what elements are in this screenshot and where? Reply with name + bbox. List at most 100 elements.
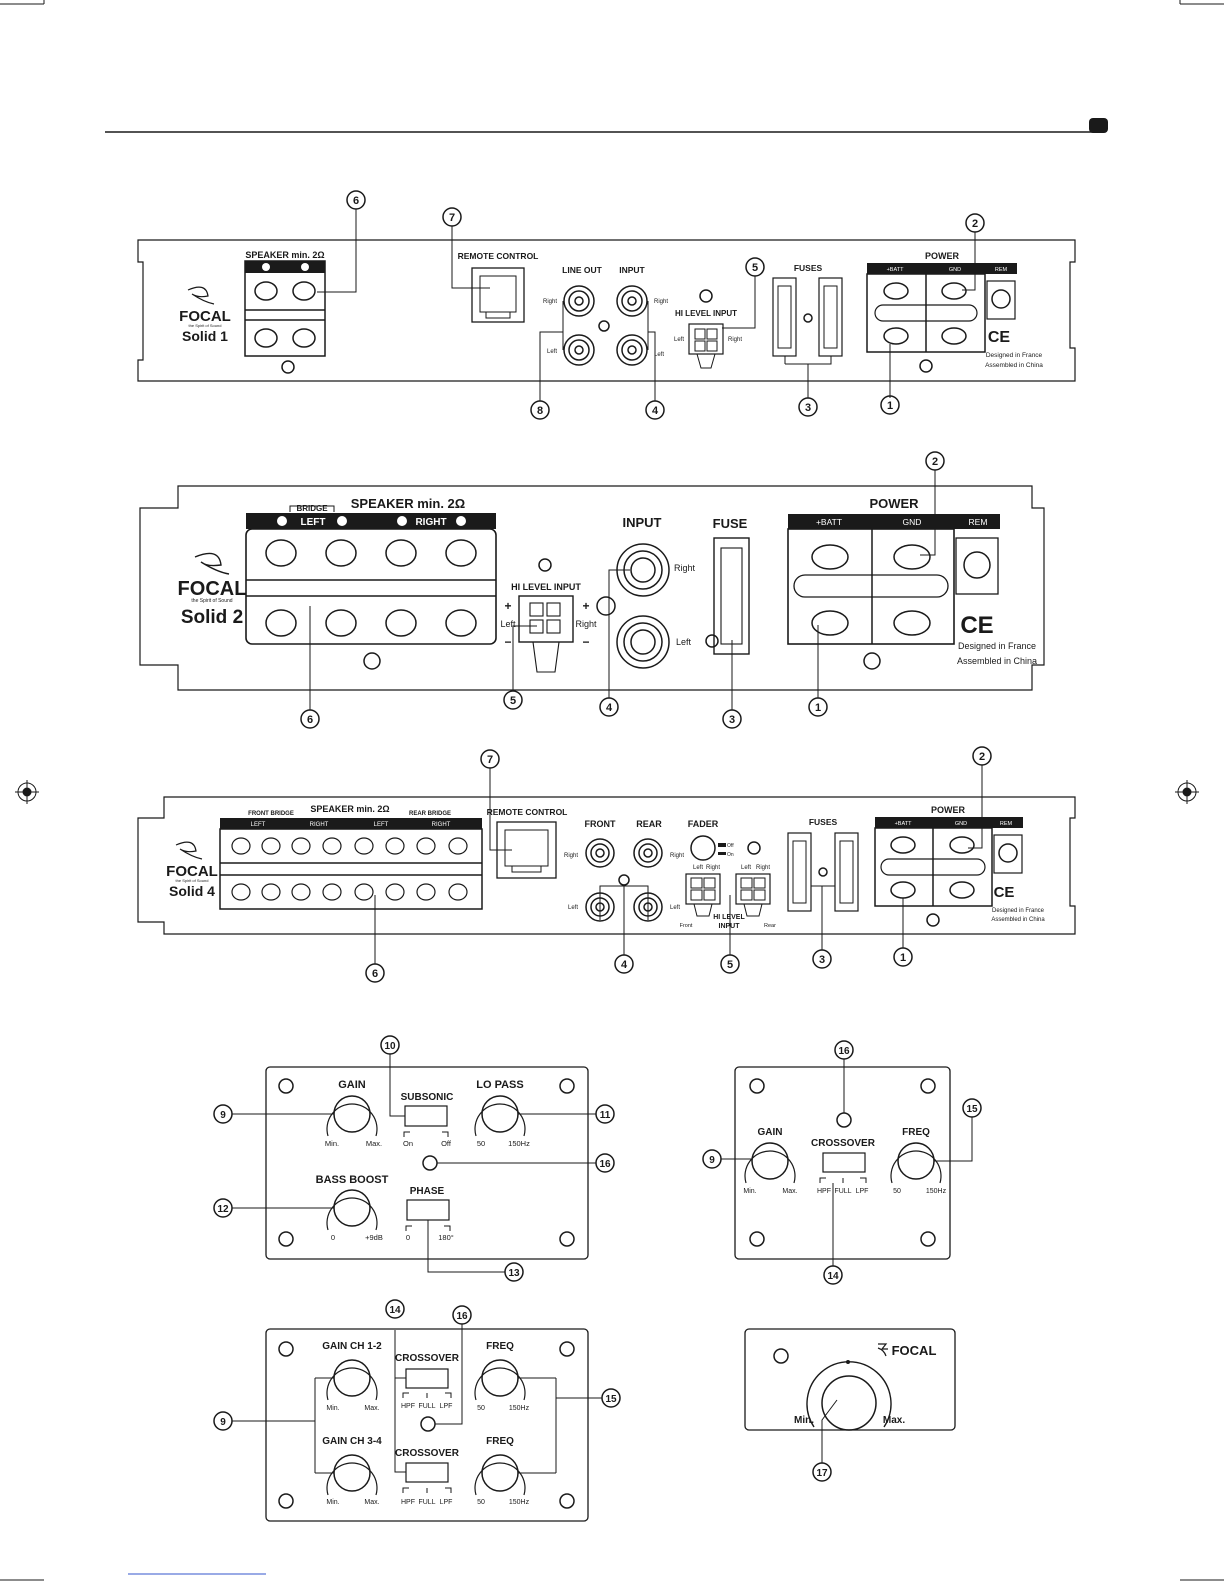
s2-ce: CE	[960, 612, 993, 639]
s2-hilevel: HI LEVEL INPUT	[511, 582, 581, 592]
s2-callout-2: 2	[932, 456, 938, 468]
s4-front-bridge: FRONT BRIDGE	[248, 811, 294, 817]
s4-callout-3: 3	[819, 954, 825, 966]
pb-callout-9: 9	[709, 1155, 715, 1166]
pc-50-1: 50	[477, 1405, 485, 1412]
s4-right-2: RIGHT	[432, 822, 451, 828]
s4-hl-left-b: Left	[741, 865, 751, 871]
s4-on: On	[727, 852, 734, 858]
s2-callout-4: 4	[606, 702, 613, 714]
solid4-callouts: 7 2 6 4 5 3 1	[365, 746, 992, 983]
s4-rca-left-b: Left	[670, 905, 680, 911]
s1-callout-7: 7	[449, 212, 455, 224]
pb-full: FULL	[834, 1188, 851, 1195]
pa-bb-0: 0	[331, 1233, 335, 1242]
pa-gain-max: Max.	[366, 1139, 382, 1148]
pa-lp-50: 50	[477, 1139, 485, 1148]
s2-speaker-label: SPEAKER min. 2Ω	[351, 496, 465, 511]
s4-input-small: INPUT	[719, 923, 741, 930]
s1-hl-right: Right	[728, 337, 742, 343]
pa-ph-0: 0	[406, 1233, 410, 1242]
s4-designed: Designed in France	[992, 908, 1045, 914]
s4-callout-6: 6	[372, 968, 378, 980]
s1-rem: REM	[995, 267, 1008, 273]
solid4-panel: FRONT BRIDGE SPEAKER min. 2Ω REAR BRIDGE…	[137, 765, 1076, 964]
s4-speaker-label: SPEAKER min. 2Ω	[310, 804, 389, 814]
s1-tagline: the Spirit of Sound	[189, 323, 222, 328]
s2-hl-right: Right	[575, 619, 597, 629]
s1-batt: +BATT	[887, 267, 905, 273]
control-panel-c-callouts: 14 16 9 15	[213, 1299, 621, 1431]
pa-callout-10: 10	[384, 1041, 396, 1052]
pc-full-2: FULL	[418, 1499, 435, 1506]
pc-lpf-2: LPF	[440, 1499, 453, 1506]
pb-lpf: LPF	[856, 1188, 869, 1195]
solid1-panel: SPEAKER min. 2Ω FOCAL the Spirit of Soun…	[137, 209, 1076, 401]
page-marker	[1089, 118, 1108, 133]
s1-left-b: Left	[654, 352, 664, 358]
s2-fuse-label: FUSE	[713, 516, 748, 531]
control-panel-d: FOCAL Min. Max.	[744, 1328, 956, 1463]
pc-freq-2: FREQ	[486, 1436, 514, 1447]
pa-callout-9: 9	[220, 1110, 226, 1121]
pc-freq-1: FREQ	[486, 1341, 514, 1352]
s2-assembled: Assembled in China	[957, 656, 1037, 666]
svg-text:−: −	[504, 635, 511, 649]
pc-max-1: Max.	[364, 1405, 379, 1412]
pb-max: Max.	[782, 1188, 797, 1195]
pb-50: 50	[893, 1188, 901, 1195]
pc-callout-14: 14	[389, 1305, 401, 1316]
pb-callout-15: 15	[966, 1104, 978, 1115]
pb-min: Min.	[743, 1188, 756, 1195]
s1-callout-6: 6	[353, 195, 359, 207]
registration-mark-right	[1175, 780, 1199, 804]
pc-callout-15: 15	[605, 1394, 617, 1405]
registration-mark-left	[15, 780, 39, 804]
s4-right-1: RIGHT	[310, 822, 329, 828]
s2-power-label: POWER	[869, 496, 919, 511]
pa-lp-150: 150Hz	[508, 1139, 530, 1148]
s2-in-right: Right	[674, 563, 696, 573]
pc-crossover-2: CROSSOVER	[395, 1448, 460, 1459]
pd-max: Max.	[883, 1415, 905, 1426]
s1-hilevel-label: HI LEVEL INPUT	[675, 309, 737, 318]
s1-fuses-label: FUSES	[794, 263, 823, 273]
pc-gain34: GAIN CH 3-4	[322, 1436, 382, 1447]
s4-rca-left-a: Left	[568, 905, 578, 911]
pa-subsonic: SUBSONIC	[401, 1092, 454, 1103]
s4-callout-1: 1	[900, 952, 906, 964]
pa-callout-12: 12	[217, 1204, 229, 1215]
pa-on: On	[403, 1139, 413, 1148]
s4-hilevel: HI LEVEL	[713, 914, 745, 921]
s1-callout-5: 5	[752, 262, 758, 274]
s4-ce: CE	[994, 884, 1015, 901]
s1-ce: CE	[988, 329, 1011, 346]
pc-min-1: Min.	[326, 1405, 339, 1412]
pb-callout-14: 14	[827, 1271, 839, 1282]
pa-gain: GAIN	[338, 1079, 366, 1091]
s1-hl-left: Left	[674, 337, 684, 343]
s1-designed: Designed in France	[986, 352, 1043, 359]
s1-callout-1: 1	[887, 400, 893, 412]
s1-callout-8: 8	[537, 405, 543, 417]
pa-callout-11: 11	[600, 1110, 611, 1121]
s2-callout-6: 6	[307, 714, 313, 726]
pb-crossover: CROSSOVER	[811, 1138, 876, 1149]
pa-gain-min: Min.	[325, 1139, 339, 1148]
s2-model: Solid 2	[181, 607, 243, 628]
pc-callout-16: 16	[456, 1311, 468, 1322]
s2-brand: FOCAL	[178, 578, 247, 600]
s2-tagline: the Spirit of Sound	[191, 598, 232, 604]
s2-callout-3: 3	[729, 714, 735, 726]
s4-callout-7: 7	[487, 754, 493, 766]
s4-batt: +BATT	[895, 821, 913, 827]
pb-150: 150Hz	[926, 1188, 947, 1195]
s2-gnd: GND	[903, 517, 922, 527]
s1-right-a: Right	[543, 299, 557, 305]
s4-left-1: LEFT	[251, 822, 266, 828]
pc-hpf-2: HPF	[401, 1499, 415, 1506]
control-panel-a-callouts: 10 9 11 16 12 13	[213, 1035, 615, 1282]
control-panel-d-callouts: 17	[812, 1462, 832, 1482]
s4-left-2: LEFT	[374, 822, 389, 828]
